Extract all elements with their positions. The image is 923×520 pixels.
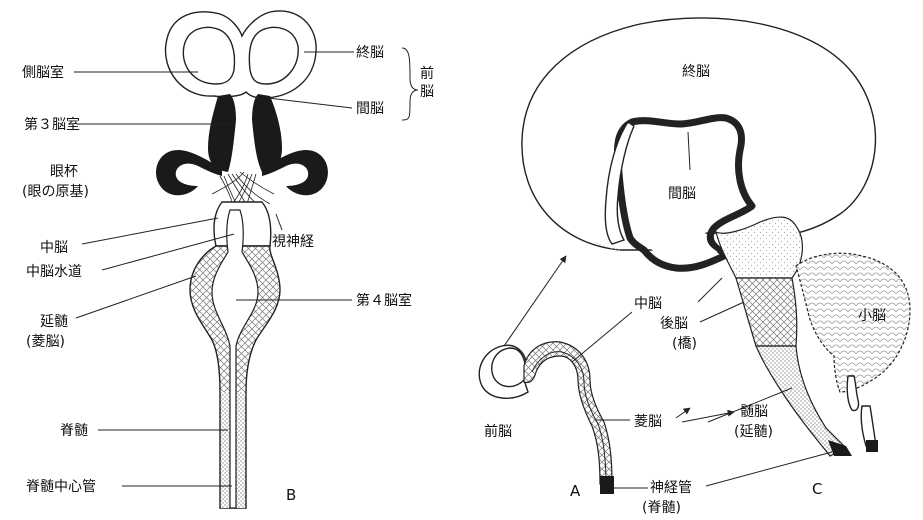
pons-c: [736, 278, 797, 346]
label-third-ventricle: 第３脳室: [24, 116, 80, 133]
label-medulla-c: (延髄): [734, 424, 773, 440]
label-medulla-b: 延髄: [40, 314, 68, 330]
forebrain-brace: [402, 48, 418, 120]
label-spinal-cord-b: 脊髄: [60, 423, 88, 439]
label-lateral-ventricle: 側脳室: [22, 64, 64, 81]
leader-midbrain-a: [572, 312, 632, 362]
panel-letter-c: C: [812, 480, 822, 498]
tube-a-canal: [532, 352, 606, 484]
label-telencephalon-b: 終脳: [356, 45, 384, 61]
figure-b: 側脳室 終脳 前 脳 間脳 第３脳室 眼杯 (眼の原基) 視神経 中脳 中脳水道…: [22, 11, 434, 508]
label-diencephalon-c: 間脳: [668, 186, 696, 202]
label-spinal-cord-c: (脊髄): [642, 500, 681, 516]
arrow-to-telencephalon: [504, 256, 566, 346]
label-forebrain-b-1: 前: [420, 65, 434, 82]
label-forebrain-b-2: 脳: [420, 84, 434, 100]
neural-tube-end-a: [600, 476, 614, 494]
label-midbrain-b: 中脳: [40, 240, 68, 256]
cerebellum-c: [796, 253, 910, 392]
arrow-to-metencephalon: [676, 408, 690, 418]
label-rhombencephalon-b: (菱脳): [26, 334, 65, 350]
label-pons: (橋): [672, 336, 697, 352]
label-rhombencephalon-a: 菱脳: [634, 414, 662, 430]
label-optic-cup: 眼杯: [50, 164, 78, 180]
spinal-piece-c-end: [866, 440, 878, 452]
label-myelencephalon: 髄脳: [740, 404, 768, 420]
diencephalon-left-b: [208, 94, 236, 172]
label-fourth-ventricle: 第４脳室: [356, 292, 412, 309]
label-forebrain-a: 前脳: [484, 423, 512, 440]
figure-c: 終脳 間脳 中脳 後脳 (橋) 小脳 髄脳 (延髄) 神経管 (脊髄) C: [522, 18, 910, 516]
label-neural-tube: 神経管: [650, 480, 692, 496]
label-optic-cup-note: (眼の原基): [22, 183, 89, 200]
label-telencephalon-c: 終脳: [682, 64, 710, 80]
label-diencephalon-b: 間脳: [356, 101, 384, 117]
panel-letter-b: B: [286, 486, 296, 504]
panel-letter-a: A: [570, 482, 581, 500]
forebrain-a: [479, 345, 528, 398]
label-optic-nerve: 視神経: [272, 234, 314, 250]
label-metencephalon: 後脳: [660, 316, 688, 332]
label-cerebellum: 小脳: [858, 308, 886, 324]
label-central-canal: 脊髄中心管: [26, 479, 96, 495]
label-midbrain-c: 中脳: [634, 296, 662, 312]
arrow-to-myelencephalon: [682, 412, 734, 422]
label-aqueduct: 中脳水道: [26, 264, 82, 280]
